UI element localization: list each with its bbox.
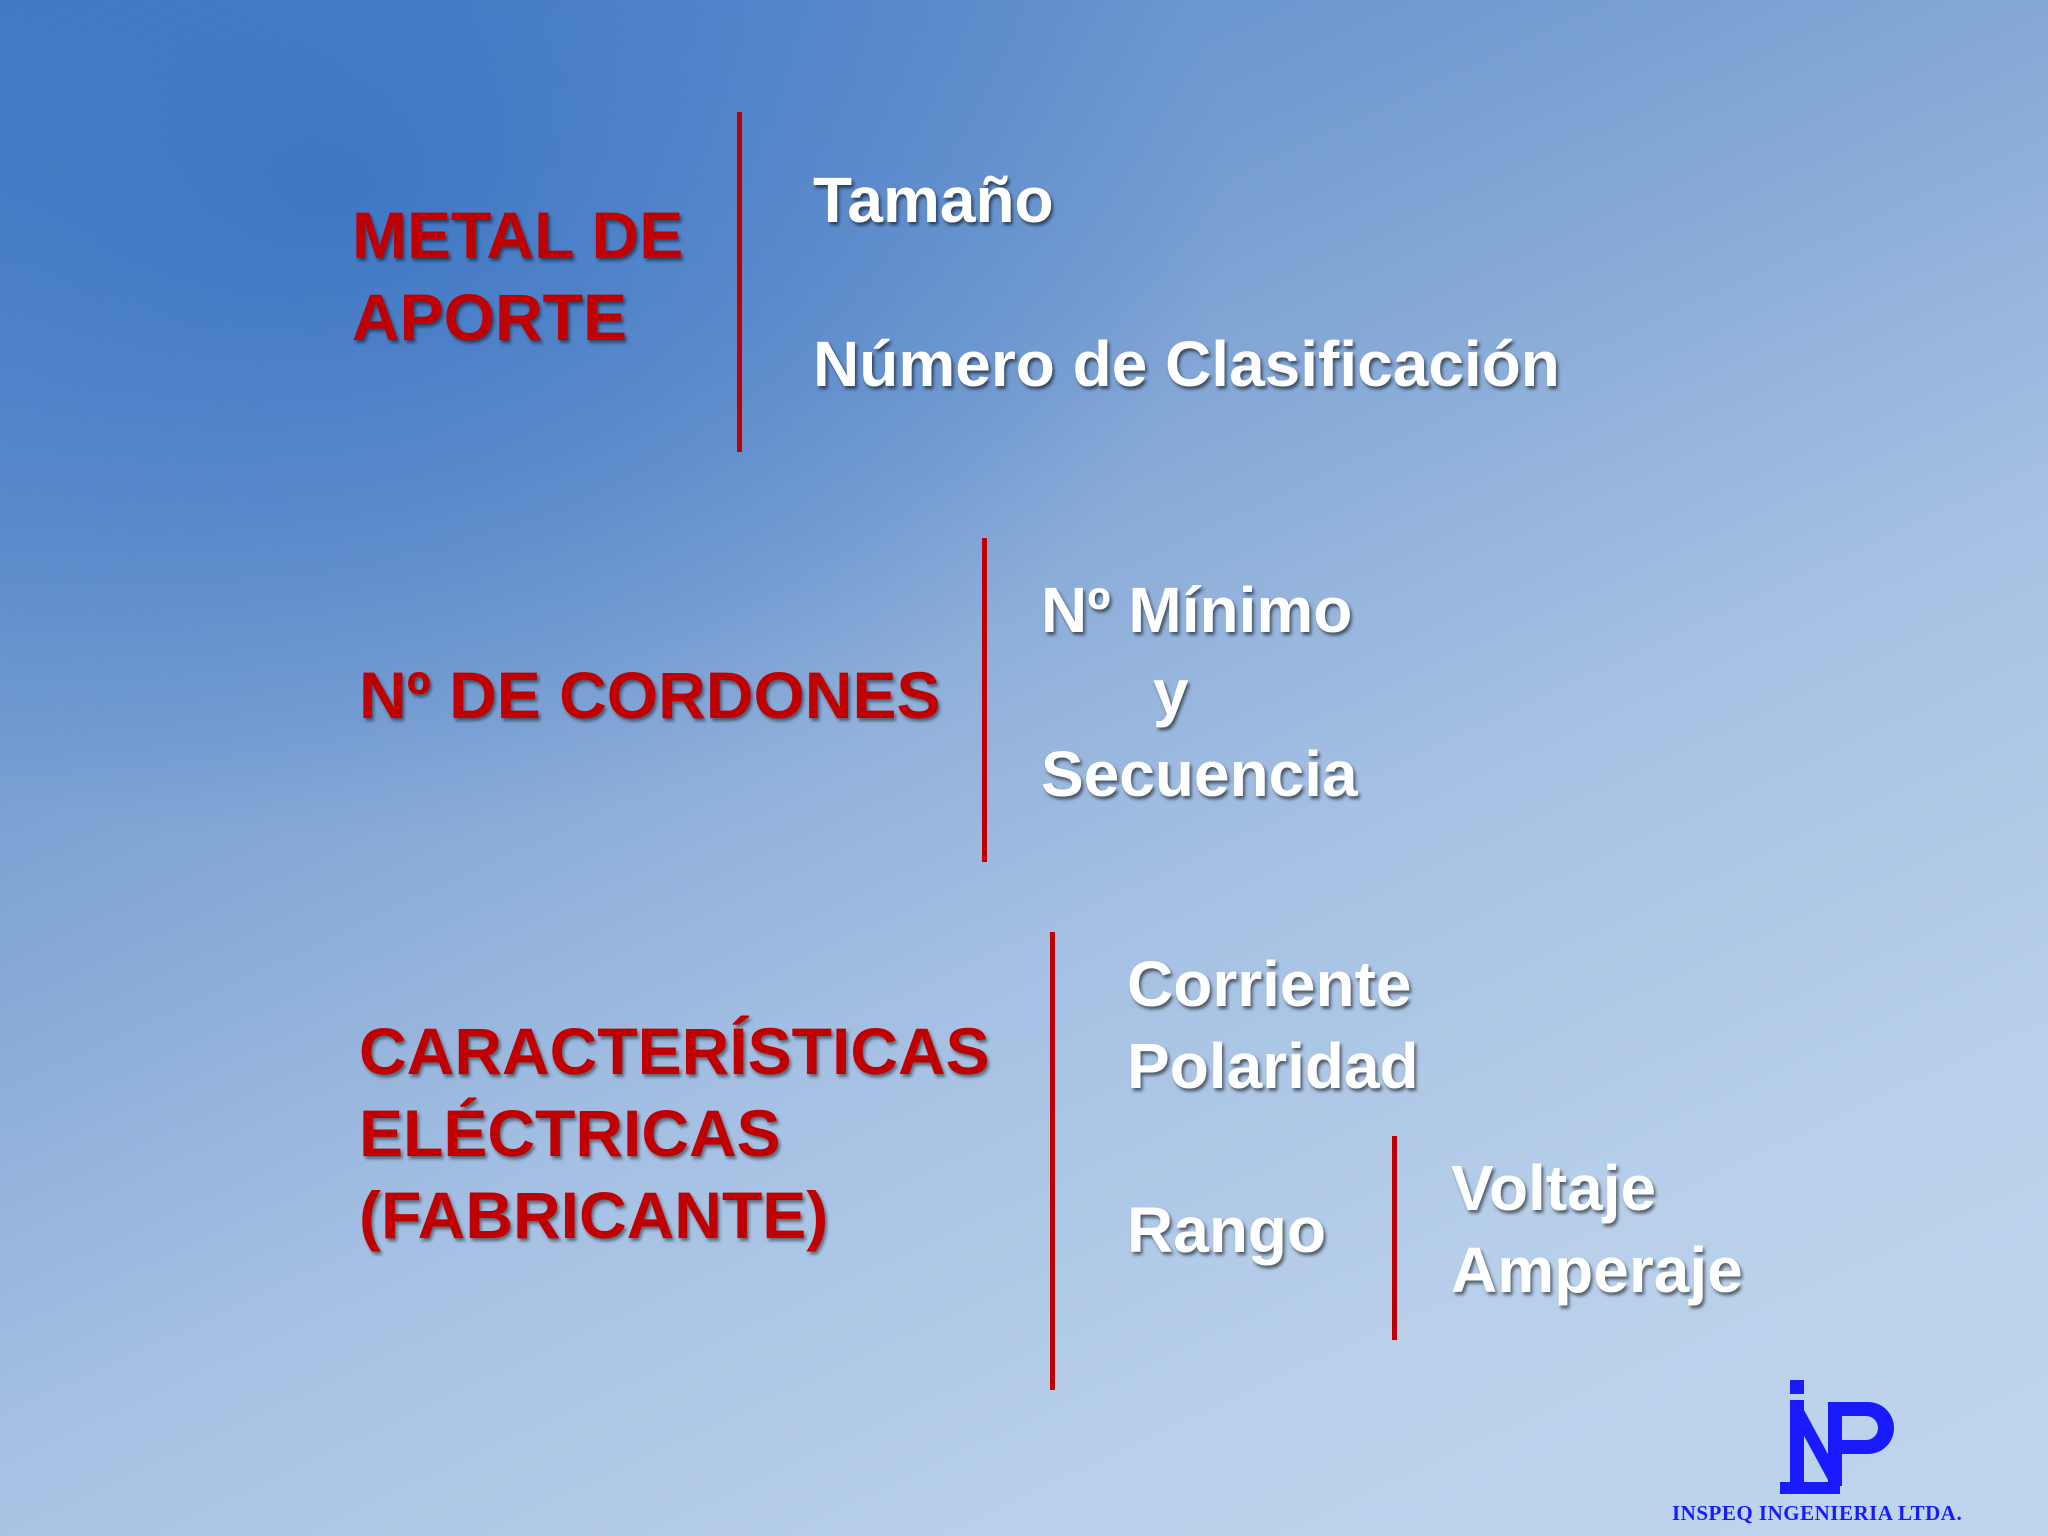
voltaje-item: Voltaje [1451, 1152, 1657, 1224]
sub-divider-line [1392, 1136, 1397, 1340]
numero-minimo-item: Nº Mínimo [1041, 574, 1353, 646]
heading-line: CARACTERÍSTICAS [359, 1014, 990, 1088]
divider-line [737, 112, 742, 452]
numero-clasificacion-item: Número de Clasificación [813, 328, 1560, 400]
rango-label: Rango [1127, 1194, 1327, 1266]
heading-line: APORTE [352, 280, 628, 354]
tamano-item: Tamaño [813, 164, 1054, 236]
numero-cordones-heading: Nº DE CORDONES [359, 654, 941, 736]
divider-line [982, 538, 987, 862]
heading-line: Nº DE CORDONES [359, 658, 941, 732]
heading-line: ELÉCTRICAS [359, 1096, 781, 1170]
heading-line: METAL DE [352, 198, 684, 272]
logo-caption: INSPEQ INGENIERIA LTDA. [1672, 1501, 1963, 1525]
heading-line: (FABRICANTE) [359, 1178, 829, 1252]
polaridad-item: Polaridad [1127, 1030, 1419, 1102]
caracteristicas-electricas-heading: CARACTERÍSTICAS ELÉCTRICAS (FABRICANTE) [359, 1010, 990, 1256]
divider-line [1050, 932, 1055, 1390]
corriente-item: Corriente [1127, 948, 1412, 1020]
secuencia-item: Secuencia [1041, 738, 1358, 810]
metal-de-aporte-heading: METAL DE APORTE [352, 194, 683, 358]
company-logo-icon [1780, 1380, 1894, 1494]
amperaje-item: Amperaje [1451, 1234, 1743, 1306]
conjunction-item: y [1153, 656, 1189, 728]
